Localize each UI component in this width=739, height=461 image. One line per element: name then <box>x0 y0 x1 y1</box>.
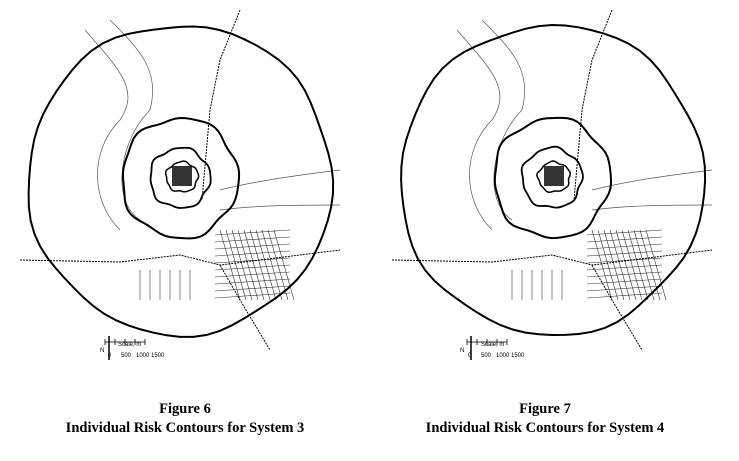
town-street <box>603 229 625 301</box>
scale-bar <box>104 339 146 345</box>
town-street <box>586 271 663 278</box>
scale-title: Scale, m <box>118 342 141 348</box>
railway-north <box>573 9 613 201</box>
town-street <box>214 264 291 271</box>
north-label: N <box>460 348 464 354</box>
railway-south <box>219 264 271 351</box>
river-bank <box>456 29 501 231</box>
road <box>591 204 713 211</box>
scale-title: Scale, m <box>481 342 504 348</box>
town-street <box>261 229 283 301</box>
town-street <box>609 229 631 301</box>
middle-risk-contour <box>493 116 613 240</box>
outer-risk-contour <box>27 25 335 338</box>
risk-contour-map: Scale, m 0 500 1000 1500 N <box>19 9 341 360</box>
river-bank <box>481 19 525 221</box>
figure-number: Figure 6 <box>159 401 211 417</box>
scale-tick: 1000 <box>496 353 510 359</box>
scale-bar <box>466 339 508 345</box>
town-street <box>214 271 291 278</box>
figure-number: Figure 7 <box>519 401 571 417</box>
town-street <box>237 229 259 301</box>
railway-east-west <box>391 249 713 266</box>
town-street <box>586 236 663 243</box>
town-street <box>231 229 253 301</box>
town-street <box>214 292 291 299</box>
road <box>219 204 341 211</box>
town-street <box>267 229 289 301</box>
railway-north <box>201 9 241 201</box>
town-street <box>645 229 667 301</box>
town-street <box>255 229 277 301</box>
river-bank <box>109 19 153 221</box>
town-street <box>597 229 619 301</box>
road <box>591 169 713 191</box>
town-street <box>627 229 649 301</box>
river-bank <box>84 29 129 231</box>
town-street <box>243 229 265 301</box>
plant-site <box>544 166 564 186</box>
town-street <box>214 243 291 250</box>
town-street <box>219 229 241 301</box>
north-label: N <box>100 348 104 354</box>
figure-title: Individual Risk Contours for System 3 <box>65 420 305 436</box>
scale-tick: 1000 <box>136 353 150 359</box>
figure-6-map: Scale, m 0 500 1000 1500 N <box>0 0 370 390</box>
core-risk-contour <box>536 160 571 193</box>
town-street <box>225 229 247 301</box>
town-street <box>586 229 663 236</box>
town-street <box>586 285 663 292</box>
town-street <box>591 229 613 301</box>
scale-tick: 0 <box>468 353 472 359</box>
town-street <box>273 229 295 301</box>
town-street <box>633 229 655 301</box>
outer-risk-contour <box>400 23 707 337</box>
town-street <box>615 229 637 301</box>
town-street <box>621 229 643 301</box>
figure-6-caption: Figure 6 Individual Risk Contours for Sy… <box>0 400 370 438</box>
town-street <box>214 229 291 236</box>
scale-tick: 500 <box>121 353 132 359</box>
scale-tick: 0 <box>108 353 112 359</box>
plant-site <box>172 166 192 186</box>
risk-contour-map: Scale, m 0 500 1000 1500 N <box>391 9 713 360</box>
town-street <box>586 243 663 250</box>
figure-7-map: Scale, m 0 500 1000 1500 N <box>370 0 739 390</box>
town-street <box>586 264 663 271</box>
scale-tick: 1500 <box>511 353 525 359</box>
inner-risk-contour <box>520 145 584 209</box>
town-street <box>586 292 663 299</box>
town-street <box>249 229 271 301</box>
scale-tick: 1500 <box>151 353 165 359</box>
town-street <box>214 236 291 243</box>
figure-7-caption: Figure 7 Individual Risk Contours for Sy… <box>370 400 720 438</box>
railway-east-west <box>19 249 341 266</box>
scale-tick: 500 <box>481 353 492 359</box>
town-street <box>214 285 291 292</box>
middle-risk-contour <box>122 116 241 240</box>
town-street <box>639 229 661 301</box>
railway-south <box>591 264 643 351</box>
core-risk-contour <box>164 160 200 193</box>
figure-title: Individual Risk Contours for System 4 <box>425 420 665 436</box>
road <box>219 169 341 191</box>
inner-risk-contour <box>149 146 212 209</box>
